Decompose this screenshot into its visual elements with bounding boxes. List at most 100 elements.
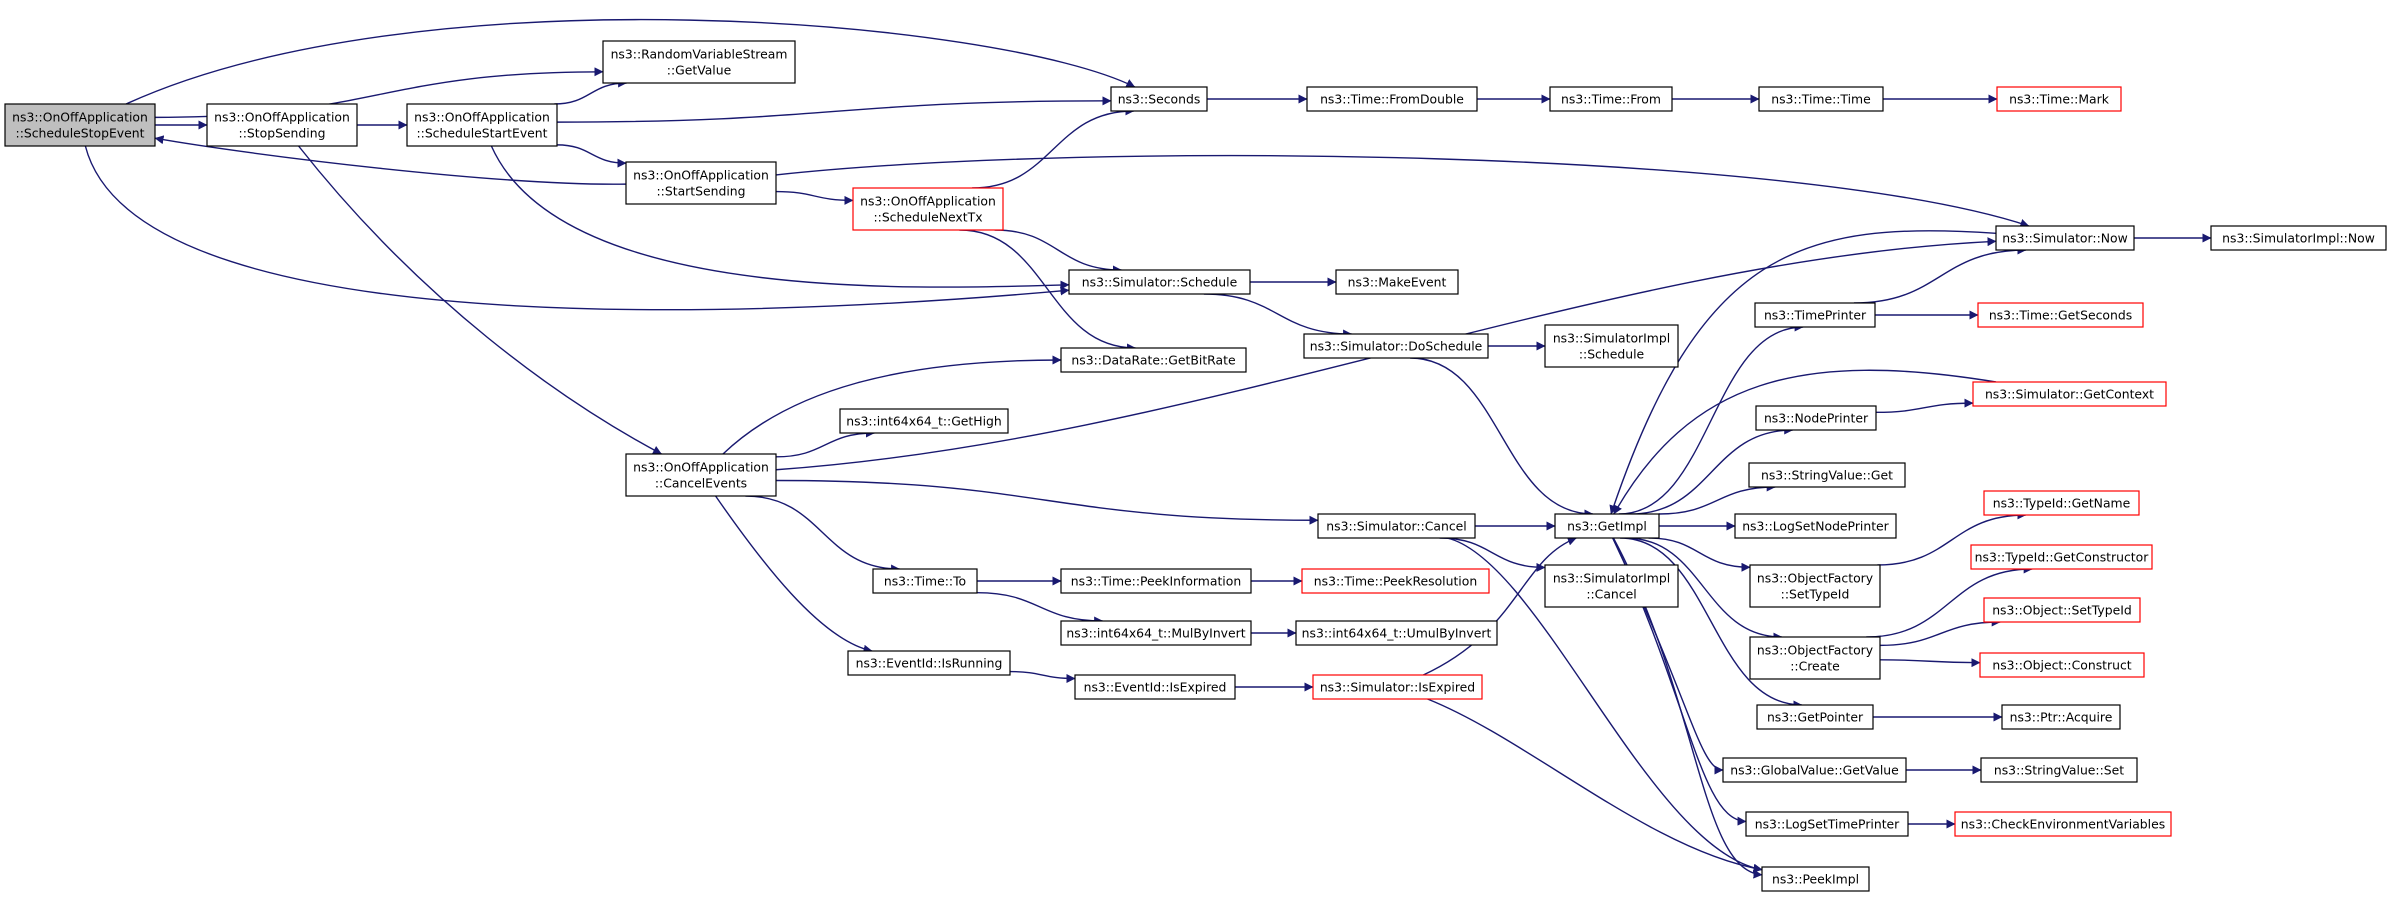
node-fromDouble[interactable]: ns3::Time::FromDouble [1306,86,1478,112]
node-stopSending[interactable]: ns3::OnOffApplication::StopSending [206,103,358,147]
node-isExpired[interactable]: ns3::EventId::IsExpired [1074,674,1236,700]
node-label: ::ScheduleStopEvent [16,126,145,141]
node-label: ns3::RandomVariableStream [611,47,788,62]
node-label: ::SetTypeId [1781,587,1850,602]
node-label: ns3::Ptr::Acquire [2010,710,2113,725]
edge-scheduleStartEvent-to-rvsGetValue [554,78,628,105]
node-label: ns3::TypeId::GetName [1993,496,2131,511]
node-gvGetValue[interactable]: ns3::GlobalValue::GetValue [1722,757,1907,783]
node-peekResolution[interactable]: ns3::Time::PeekResolution [1301,568,1490,594]
node-box [1303,333,1489,359]
node-rvsGetValue[interactable]: ns3::RandomVariableStream::GetValue [602,40,796,84]
edge-cancelEvents-to-getHigh [775,428,875,458]
node-cancelEvents[interactable]: ns3::OnOffApplication::CancelEvents [625,453,777,497]
node-getConstructor[interactable]: ns3::TypeId::GetConstructor [1970,544,2153,570]
node-box [206,103,358,147]
node-stringValueGet[interactable]: ns3::StringValue::Get [1748,462,1906,488]
node-ptrAcquire[interactable]: ns3::Ptr::Acquire [2001,704,2121,730]
node-box [602,40,796,84]
node-getSeconds[interactable]: ns3::Time::GetSeconds [1977,302,2144,328]
node-simIsExpired[interactable]: ns3::Simulator::IsExpired [1312,674,1483,700]
node-label: ns3::SimulatorImpl [1553,331,1670,346]
edge-doSchedule-to-getImpl [1410,357,1594,519]
node-simImplSchedule[interactable]: ns3::SimulatorImpl::Schedule [1544,324,1679,368]
node-ofCreate[interactable]: ns3::ObjectFactory::Create [1749,636,1881,680]
node-box [1295,620,1498,646]
node-label: ns3::Simulator::Now [2002,231,2127,246]
node-label: ns3::int64x64_t::MulByInvert [1066,626,1245,641]
node-simImplNow[interactable]: ns3::SimulatorImpl::Now [2210,225,2387,251]
node-makeEvent[interactable]: ns3::MakeEvent [1335,269,1459,295]
node-simCancel[interactable]: ns3::Simulator::Cancel [1317,513,1476,539]
node-box [4,103,156,147]
node-timePrinter[interactable]: ns3::TimePrinter [1754,302,1876,328]
node-label: ns3::ObjectFactory [1757,571,1873,586]
node-isRunning[interactable]: ns3::EventId::IsRunning [847,650,1011,676]
node-timeTime[interactable]: ns3::Time::Time [1758,86,1884,112]
node-ofSetTypeId[interactable]: ns3::ObjectFactory::SetTypeId [1749,564,1881,608]
node-label: ns3::EventId::IsRunning [856,656,1003,671]
node-scheduleStartEvent[interactable]: ns3::OnOffApplication::ScheduleStartEven… [406,103,558,147]
node-box [1995,225,2135,251]
node-logSetNodePrinter[interactable]: ns3::LogSetNodePrinter [1734,513,1897,539]
edge-cancelEvents-to-isRunning [715,495,873,654]
node-label: ns3::Simulator::Cancel [1326,519,1466,534]
node-objConstruct[interactable]: ns3::Object::Construct [1979,652,2145,678]
node-box [1970,544,2153,570]
node-box [1745,811,1909,837]
edge-getImpl-to-getPointer [1620,537,1803,710]
node-simNow[interactable]: ns3::Simulator::Now [1995,225,2135,251]
node-doSchedule[interactable]: ns3::Simulator::DoSchedule [1303,333,1489,359]
node-box [1977,302,2144,328]
node-mulByInvert[interactable]: ns3::int64x64_t::MulByInvert [1060,620,1252,646]
node-peekImpl[interactable]: ns3::PeekImpl [1761,866,1870,892]
node-box [839,408,1009,434]
node-stringValueSet[interactable]: ns3::StringValue::Set [1980,757,2138,783]
edge-root-to-simSchedule [84,145,1070,311]
node-objSetTypeId[interactable]: ns3::Object::SetTypeId [1983,597,2141,623]
node-box [1996,86,2122,112]
node-label: ns3::Time::PeekResolution [1314,574,1477,589]
edge-ofCreate-to-getConstructor [1866,564,2033,638]
node-box [625,453,777,497]
node-label: ns3::Simulator::Schedule [1082,275,1237,290]
node-seconds[interactable]: ns3::Seconds [1110,86,1208,112]
node-getBitRate[interactable]: ns3::DataRate::GetBitRate [1060,347,1247,373]
node-simSchedule[interactable]: ns3::Simulator::Schedule [1068,269,1251,295]
call-edges [84,18,2212,879]
node-box [1980,757,2138,783]
edge-getImpl-to-stringValueGet [1658,482,1776,515]
node-getImpl[interactable]: ns3::GetImpl [1554,513,1660,539]
node-nodePrinter[interactable]: ns3::NodePrinter [1755,405,1877,431]
node-typeIdGetName[interactable]: ns3::TypeId::GetName [1983,490,2140,516]
node-simImplCancel[interactable]: ns3::SimulatorImpl::Cancel [1544,564,1679,608]
node-box [1068,269,1251,295]
node-umulByInvert[interactable]: ns3::int64x64_t::UmulByInvert [1295,620,1498,646]
node-label: ns3::Time::From [1561,92,1661,107]
node-label: ns3::OnOffApplication [12,110,148,125]
node-getHigh[interactable]: ns3::int64x64_t::GetHigh [839,408,1009,434]
node-label: ::StopSending [239,126,326,141]
edge-getImpl-to-nodePrinter [1630,425,1794,515]
node-checkEnv[interactable]: ns3::CheckEnvironmentVariables [1954,811,2172,837]
node-label: ns3::int64x64_t::GetHigh [846,414,1002,429]
node-scheduleNextTx[interactable]: ns3::OnOffApplication::ScheduleNextTx [852,187,1004,231]
node-logSetTimePrinter[interactable]: ns3::LogSetTimePrinter [1745,811,1909,837]
node-timeFrom[interactable]: ns3::Time::From [1549,86,1673,112]
edge-cancelEvents-to-simCancel [775,479,1319,525]
node-label: ns3::ObjectFactory [1757,643,1873,658]
node-timeTo[interactable]: ns3::Time::To [872,568,978,594]
node-peekInformation[interactable]: ns3::Time::PeekInformation [1060,568,1252,594]
node-getContext[interactable]: ns3::Simulator::GetContext [1972,381,2167,407]
node-root[interactable]: ns3::OnOffApplication::ScheduleStopEvent [4,103,156,147]
edge-ofSetTypeId-to-typeIdGetName [1877,510,2027,566]
node-startSending[interactable]: ns3::OnOffApplication::StartSending [625,161,777,205]
node-getPointer[interactable]: ns3::GetPointer [1756,704,1874,730]
node-label: ns3::Time::Mark [2009,92,2110,107]
edge-simCancel-to-simImplCancel [1439,537,1546,572]
node-label: ns3::OnOffApplication [633,460,769,475]
node-label: ::CancelEvents [655,476,747,491]
node-timeMark[interactable]: ns3::Time::Mark [1996,86,2122,112]
node-box [1722,757,1907,783]
